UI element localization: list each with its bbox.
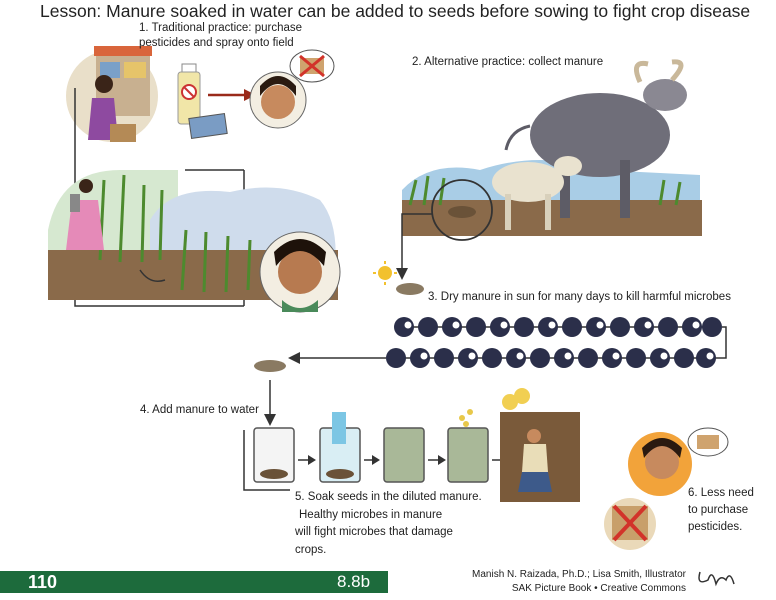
goat-illustration: [492, 156, 582, 230]
step-1-line-2: pesticides and spray onto field: [139, 37, 294, 49]
pesticide-bottle-icon: [177, 63, 228, 139]
farmer-face-thinking: [259, 231, 341, 313]
step-3-label: 3. Dry manure in sun for many days to ki…: [428, 291, 731, 303]
panel-traditional: [48, 46, 341, 313]
dried-manure-icon: [396, 283, 424, 295]
jar-adding-water: [319, 412, 361, 483]
farmer-face-worried: [249, 71, 307, 129]
dried-manure-pieces-icon: [254, 360, 286, 372]
sowing-scene: [500, 388, 580, 502]
step-1-label: 1. Traditional practice: purchase pestic…: [139, 21, 302, 51]
buffalo-illustration: [504, 59, 687, 218]
step-5-line-3: will fight microbes that damage: [295, 526, 453, 538]
step-5-line-4: crops.: [295, 543, 327, 556]
thought-bubble-no-pesticide: [289, 49, 335, 83]
day-night-cycle-bottom: [288, 348, 720, 368]
day-night-cycle-top: [394, 317, 727, 359]
jar-soaking-seeds: [447, 409, 489, 483]
section-number: 8.8b: [337, 572, 371, 591]
step-4-label: 4. Add manure to water: [140, 404, 259, 416]
sun-icon: [373, 261, 397, 285]
panel-collect-manure: [396, 59, 702, 280]
step-5-label: 5. Soak seeds in the diluted manure. Hea…: [295, 489, 482, 559]
step-6-line-2: to purchase: [688, 504, 749, 516]
manure-pile-icon: [448, 206, 476, 218]
step-5-line-1: 5. Soak seeds in the diluted manure.: [295, 491, 482, 503]
step-6-line-3: pesticides.: [688, 521, 743, 533]
step-6-label: 6. Less need to purchase pesticides.: [688, 485, 754, 536]
farmer-face-happy: [628, 432, 692, 496]
thought-bubble-shop: [687, 427, 729, 457]
shop-illustration: [66, 46, 158, 142]
step-6-line-1: 6. Less need: [688, 487, 754, 499]
credit-line-2: SAK Picture Book • Creative Commons: [511, 583, 686, 594]
illustrator-signature: [698, 571, 735, 587]
page-number: 110: [28, 572, 58, 592]
step-1-line-1: 1. Traditional practice: purchase: [139, 22, 303, 34]
jar-diluted-manure: [383, 427, 425, 483]
credit-line-1: Manish N. Raizada, Ph.D.; Lisa Smith, Il…: [472, 569, 686, 580]
step-2-label: 2. Alternative practice: collect manure: [412, 56, 604, 68]
lesson-title: Lesson: Manure soaked in water can be ad…: [40, 1, 751, 21]
step-5-line-2: Healthy microbes in manure: [299, 508, 443, 521]
footer-bar: [0, 571, 388, 593]
jar-manure: [253, 427, 295, 483]
shop-crossed-out: [604, 498, 656, 550]
